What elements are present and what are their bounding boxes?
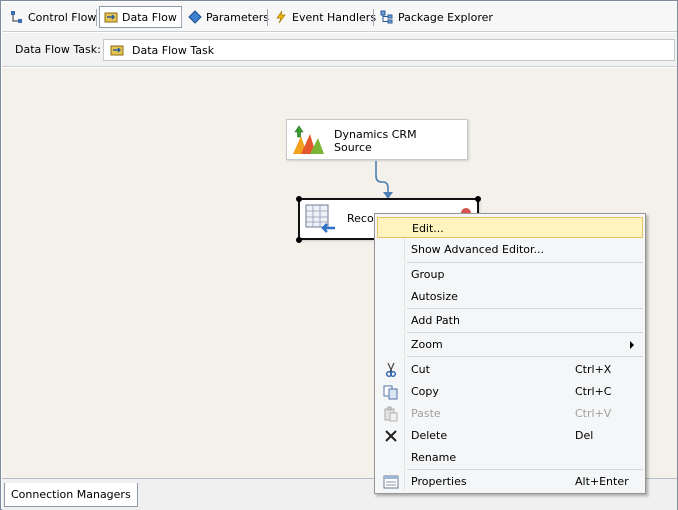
tab-event-handlers[interactable]: Event Handlers (270, 6, 380, 28)
designer-tab-strip: Control Flow Data Flow Parameters Event … (2, 2, 677, 32)
resize-handle-top-left[interactable] (296, 196, 302, 202)
delete-x-icon (383, 428, 399, 444)
data-flow-icon (104, 10, 118, 24)
component-context-menu: Edit... Show Advanced Editor... Group Au… (374, 213, 646, 494)
crm-source-label-line2: Source (334, 141, 372, 154)
data-flow-task-selector[interactable]: Data Flow Task (103, 39, 675, 61)
control-flow-icon (10, 10, 24, 24)
tab-label: Package Explorer (398, 10, 493, 24)
connection-managers-label: Connection Managers (11, 488, 131, 501)
data-flow-task-bar: Data Flow Task: Data Flow Task (2, 33, 677, 67)
resize-handle-bottom-left[interactable] (296, 237, 302, 243)
menu-item-shortcut: Alt+Enter (575, 475, 629, 488)
menu-item-zoom[interactable]: Zoom (377, 334, 643, 355)
menu-separator (407, 308, 643, 309)
properties-icon (383, 474, 399, 490)
tab-label: Event Handlers (292, 10, 377, 24)
copy-icon (383, 384, 399, 400)
crm-source-icon (291, 124, 325, 156)
tab-parameters[interactable]: Parameters (184, 6, 273, 28)
menu-item-label: Add Path (411, 314, 460, 327)
parameters-icon (188, 10, 202, 24)
menu-separator (407, 262, 643, 263)
tab-separator (373, 9, 374, 26)
scissors-icon (383, 362, 399, 378)
dynamics-crm-source-component[interactable]: Dynamics CRM Source (286, 119, 468, 160)
menu-item-add-path[interactable]: Add Path (377, 310, 643, 331)
menu-item-label: Delete (411, 429, 448, 442)
menu-item-autosize[interactable]: Autosize (377, 286, 643, 307)
paste-icon (383, 406, 399, 422)
tab-separator (96, 9, 97, 26)
crm-source-label: Dynamics CRM Source (334, 128, 417, 154)
menu-item-rename[interactable]: Rename (377, 447, 643, 468)
menu-item-group[interactable]: Group (377, 264, 643, 285)
submenu-arrow-icon (630, 341, 634, 349)
menu-item-shortcut: Ctrl+C (575, 385, 612, 398)
menu-item-label: Copy (411, 385, 439, 398)
data-path-connector[interactable] (2, 68, 677, 478)
tab-package-explorer[interactable]: Package Explorer (376, 6, 497, 28)
menu-item-label: Zoom (411, 338, 443, 351)
menu-item-label: Rename (411, 451, 457, 464)
tab-separator (267, 9, 268, 26)
tab-label: Control Flow (28, 10, 97, 24)
menu-item-copy[interactable]: Copy Ctrl+C (377, 381, 643, 402)
tab-label: Data Flow (122, 10, 177, 24)
menu-item-edit[interactable]: Edit... (377, 217, 643, 238)
menu-item-shortcut: Ctrl+X (575, 363, 612, 376)
menu-item-paste[interactable]: Paste Ctrl+V (377, 403, 643, 424)
menu-separator (407, 332, 643, 333)
menu-item-show-advanced-editor[interactable]: Show Advanced Editor... (377, 239, 643, 260)
menu-separator (407, 469, 643, 470)
resize-handle-top-right[interactable] (475, 196, 481, 202)
menu-item-cut[interactable]: Cut Ctrl+X (377, 359, 643, 380)
data-flow-task-label: Data Flow Task: (15, 43, 101, 56)
menu-item-label: Cut (411, 363, 430, 376)
tab-data-flow[interactable]: Data Flow (99, 6, 182, 28)
destination-table-icon (305, 204, 337, 234)
menu-item-label: Paste (411, 407, 441, 420)
menu-item-label: Group (411, 268, 445, 281)
menu-item-label: Properties (411, 475, 467, 488)
crm-source-label-line1: Dynamics CRM (334, 128, 417, 141)
menu-item-label: Edit... (412, 222, 444, 235)
menu-item-shortcut: Del (575, 429, 594, 442)
menu-item-label: Autosize (411, 290, 458, 303)
data-flow-task-icon (110, 43, 124, 57)
event-handlers-icon (274, 10, 288, 24)
menu-item-delete[interactable]: Delete Del (377, 425, 643, 446)
menu-item-shortcut: Ctrl+V (575, 407, 612, 420)
tab-connection-managers[interactable]: Connection Managers (4, 483, 138, 507)
tab-separator (181, 9, 182, 26)
menu-item-properties[interactable]: Properties Alt+Enter (377, 471, 643, 492)
menu-item-label: Show Advanced Editor... (411, 243, 545, 256)
menu-separator (407, 356, 643, 357)
tab-label: Parameters (206, 10, 269, 24)
tab-control-flow[interactable]: Control Flow (6, 6, 100, 28)
selected-task-name: Data Flow Task (132, 43, 215, 57)
package-explorer-icon (380, 10, 394, 24)
